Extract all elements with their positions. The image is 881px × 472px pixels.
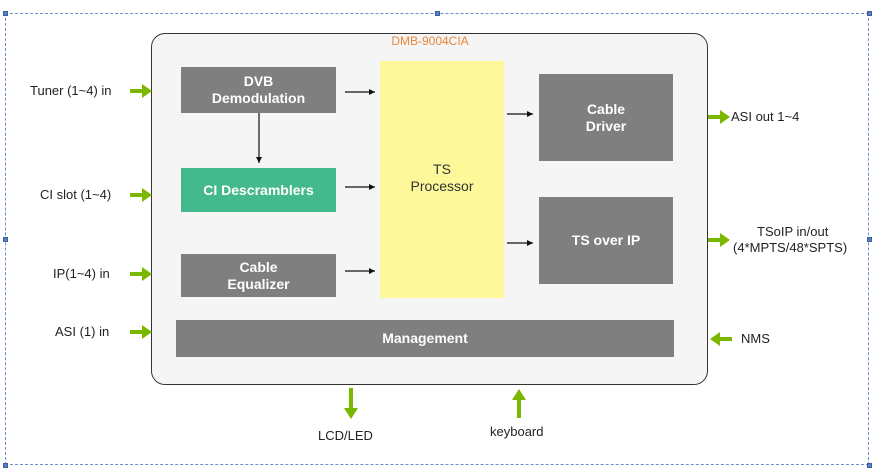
resize-handle-bottom-right[interactable] [867,463,872,468]
resize-handle-top-left[interactable] [3,11,8,16]
management-block: Management [176,320,674,357]
tuner-input-label: Tuner (1~4) in [30,83,112,98]
ip-input-label: IP(1~4) in [53,266,110,281]
resize-handle-middle-right[interactable] [867,237,872,242]
dvb-demodulation-block: DVB Demodulation [181,67,336,113]
management-label: Management [382,330,468,346]
cable-equalizer-block: Cable Equalizer [181,254,336,297]
resize-handle-top-right[interactable] [867,11,872,16]
device-title: DMB-9004CIA [391,34,469,48]
ts-over-ip-block: TS over IP [539,197,673,284]
tsoip-label-line1: TSoIP in/out [757,224,829,239]
cable-equalizer-line2: Equalizer [227,275,290,292]
cable-driver-line1: Cable [586,100,626,117]
ts-over-ip-label: TS over IP [571,232,641,248]
ts-processor-block: TS Processor [380,61,504,298]
asi-input-label: ASI (1) in [55,324,110,339]
keyboard-label: keyboard [490,424,544,439]
ci-descramblers-block: CI Descramblers [181,168,336,212]
resize-handle-bottom-left[interactable] [3,463,8,468]
dvb-demodulation-line2: Demodulation [211,90,306,106]
resize-handle-top-center[interactable] [435,11,440,16]
ts-processor-line2: Processor [410,178,474,194]
ts-processor-line1: TS [433,161,451,177]
ci-slot-input-label: CI slot (1~4) [40,187,112,202]
cable-equalizer-line1: Cable [239,258,278,275]
ci-descramblers-label: CI Descramblers [203,181,314,198]
tsoip-label-line2: (4*MPTS/48*SPTS) [733,240,848,255]
cable-driver-block: Cable Driver [539,74,673,161]
dvb-demodulation-line1: DVB [243,73,274,89]
cable-driver-line2: Driver [585,117,627,134]
resize-handle-middle-left[interactable] [3,237,8,242]
lcd-led-label: LCD/LED [318,428,373,443]
nms-label: NMS [741,331,770,346]
asi-output-label: ASI out 1~4 [731,109,800,124]
